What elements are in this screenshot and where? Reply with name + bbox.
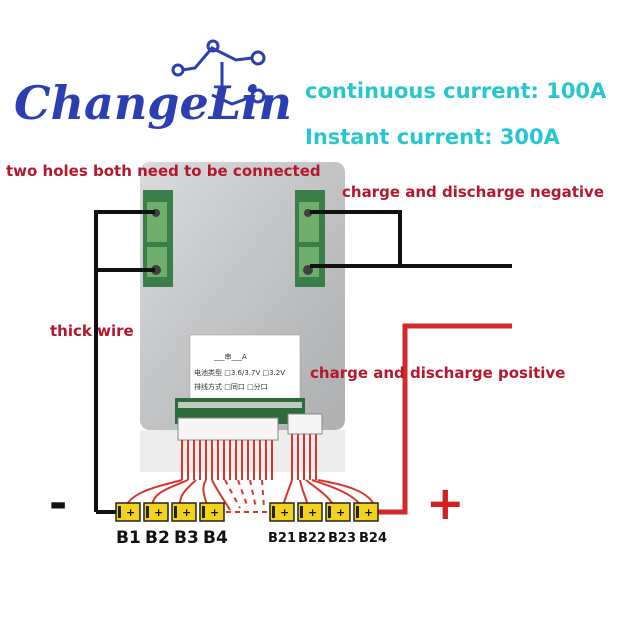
circuit-logo-icon — [171, 39, 266, 106]
cell-plus-labels: + + + + + + + + — [126, 506, 373, 519]
instant-current-spec: Instant current: 300A — [305, 125, 560, 149]
cell-plus-b21: + — [280, 506, 289, 519]
cell-plus-b3: + — [182, 506, 191, 519]
cell-plus-b22: + — [308, 506, 317, 519]
cell-b3 — [171, 502, 197, 522]
negative-wires — [94, 210, 512, 514]
cell-label-b24: B24 — [359, 531, 387, 546]
cell-label-b22: B22 — [298, 531, 326, 546]
ribbon-wires — [181, 434, 317, 480]
cell-label-b23: B23 — [328, 531, 356, 546]
cell-label-b4: B4 — [203, 528, 228, 548]
cell-b1 — [115, 502, 141, 522]
negative-note: charge and discharge negative — [342, 183, 604, 201]
cell-plus-b1: + — [126, 506, 135, 519]
cell-label-b3: B3 — [174, 528, 199, 548]
cell-b2 — [143, 502, 169, 522]
cell-b23 — [325, 502, 351, 522]
brand-logo: ChangeLin — [14, 76, 292, 130]
cell-label-b21: B21 — [268, 531, 296, 546]
dashed-middle-wires — [224, 479, 265, 509]
board-series-label: ___串___A — [214, 353, 247, 361]
cell-b22 — [297, 502, 323, 522]
positive-wire — [378, 323, 512, 515]
positive-note: charge and discharge positive — [310, 364, 566, 382]
cell-b24 — [353, 502, 379, 522]
cell-plus-b2: + — [154, 506, 163, 519]
thick-wire-note: thick wire — [50, 322, 134, 340]
cell-b21 — [269, 502, 295, 522]
cell-label-b2: B2 — [145, 528, 170, 548]
cell-row — [115, 502, 379, 522]
holes-note: two holes both need to be connected — [6, 162, 321, 180]
cell-label-b1: B1 — [116, 528, 141, 548]
negative-terminal-symbol: - — [49, 478, 68, 529]
cell-plus-b23: + — [336, 506, 345, 519]
board-wiring-label: 排线方式 □同口 □分口 — [194, 383, 268, 391]
positive-terminal-symbol: + — [426, 476, 465, 530]
bms-board — [140, 162, 345, 472]
cell-plus-b24: + — [364, 506, 373, 519]
cell-b4 — [199, 502, 225, 522]
board-battery-type-label: 电池类型 □3.6/3.7V □3.2V — [194, 369, 286, 377]
continuous-current-spec: continuous current: 100A — [305, 79, 607, 103]
cell-plus-b4: + — [210, 506, 219, 519]
